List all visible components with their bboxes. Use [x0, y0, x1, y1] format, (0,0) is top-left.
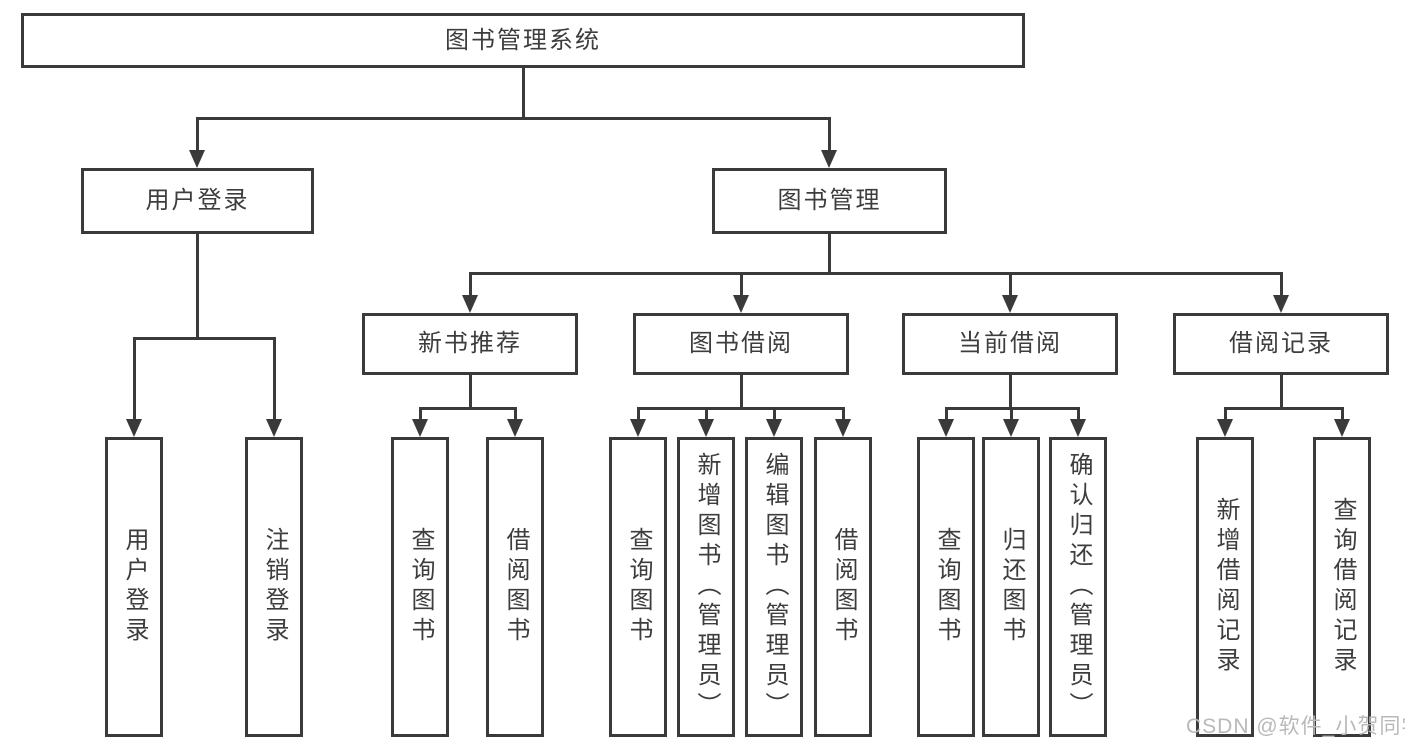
- connector-root-stem: [522, 68, 525, 117]
- arrow-down-to-bb-query: [630, 407, 646, 437]
- connector-book-management-stem: [828, 232, 831, 272]
- node-borrow-records: 借阅记录: [1173, 313, 1389, 375]
- arrow-down-to-user-login: [189, 117, 205, 168]
- node-current-borrow-label: 当前借阅: [958, 330, 1062, 357]
- leaf-nb-borrow-books-label: 借阅图书: [502, 527, 529, 647]
- leaf-bb-query-books-label: 查询图书: [625, 527, 652, 647]
- leaf-br-query-record: 查询借阅记录: [1313, 437, 1371, 737]
- leaf-logout-label: 注销登录: [261, 527, 288, 647]
- connector-borrow-records-stem: [1280, 375, 1283, 407]
- node-new-book-recommend-label: 新书推荐: [418, 330, 522, 357]
- leaf-logout: 注销登录: [245, 437, 303, 737]
- connector-book-borrow-rail: [637, 407, 844, 410]
- arrow-down-to-nb-query: [412, 407, 428, 437]
- node-root-system: 图书管理系统: [21, 13, 1025, 68]
- arrow-down-to-cb-query: [938, 407, 954, 437]
- node-user-login-label: 用户登录: [145, 187, 250, 214]
- node-book-management-label: 图书管理: [777, 187, 882, 214]
- node-borrow-records-label: 借阅记录: [1229, 330, 1333, 357]
- arrow-down-to-bb-borrow: [835, 407, 851, 437]
- connector-book-borrow-stem: [740, 375, 743, 407]
- leaf-bb-borrow-books-label: 借阅图书: [830, 527, 857, 647]
- node-root-label: 图书管理系统: [445, 26, 601, 54]
- node-book-borrow-label: 图书借阅: [689, 330, 793, 357]
- leaf-login: 用户登录: [105, 437, 163, 737]
- leaf-login-label: 用户登录: [121, 527, 148, 647]
- node-book-borrow: 图书借阅: [633, 313, 849, 375]
- leaf-cb-query-books: 查询图书: [917, 437, 975, 737]
- node-current-borrow: 当前借阅: [902, 313, 1118, 375]
- arrow-down-to-bb-edit: [766, 407, 782, 437]
- connector-user-login-stem: [196, 234, 199, 337]
- leaf-bb-edit-books-admin: 编辑图书（管理员）: [745, 437, 803, 737]
- arrow-down-to-nb-borrow: [507, 407, 523, 437]
- leaf-bb-borrow-books: 借阅图书: [814, 437, 872, 737]
- arrow-down-to-br-add: [1217, 407, 1233, 437]
- leaf-br-add-record-label: 新增借阅记录: [1212, 497, 1239, 677]
- connector-root-rail: [196, 117, 830, 120]
- arrow-down-to-current-borrow: [1002, 272, 1018, 313]
- leaf-nb-query-books-label: 查询图书: [407, 527, 434, 647]
- arrow-down-to-login: [126, 337, 142, 437]
- leaf-cb-confirm-return-admin-label: 确认归还（管理员）: [1065, 452, 1092, 722]
- leaf-nb-borrow-books: 借阅图书: [486, 437, 544, 737]
- arrow-down-to-br-query: [1334, 407, 1350, 437]
- arrow-down-to-logout: [266, 337, 282, 437]
- connector-user-login-rail: [133, 337, 275, 340]
- arrow-down-to-bb-add: [698, 407, 714, 437]
- node-user-login: 用户登录: [81, 168, 314, 234]
- leaf-br-query-record-label: 查询借阅记录: [1329, 497, 1356, 677]
- arrow-down-to-book-management: [821, 117, 837, 168]
- arrow-down-to-book-borrow: [733, 272, 749, 313]
- connector-new-book-rail: [419, 407, 516, 410]
- leaf-bb-edit-books-admin-label: 编辑图书（管理员）: [761, 452, 788, 722]
- connector-current-borrow-stem: [1009, 375, 1012, 407]
- node-new-book-recommend: 新书推荐: [362, 313, 578, 375]
- leaf-cb-query-books-label: 查询图书: [933, 527, 960, 647]
- connector-new-book-stem: [469, 375, 472, 407]
- connector-borrow-records-rail: [1224, 407, 1342, 410]
- leaf-cb-confirm-return-admin: 确认归还（管理员）: [1049, 437, 1107, 737]
- leaf-cb-return-books: 归还图书: [982, 437, 1040, 737]
- arrow-down-to-borrow-records: [1273, 272, 1289, 313]
- connector-book-management-rail: [469, 272, 1281, 275]
- leaf-nb-query-books: 查询图书: [391, 437, 449, 737]
- arrow-down-to-cb-confirm: [1070, 407, 1086, 437]
- csdn-watermark: CSDN @软件_小贺同学: [1186, 715, 1405, 738]
- leaf-cb-return-books-label: 归还图书: [998, 527, 1025, 647]
- leaf-bb-add-books-admin-label: 新增图书（管理员）: [693, 452, 720, 722]
- leaf-br-add-record: 新增借阅记录: [1196, 437, 1254, 737]
- arrow-down-to-new-book-recommend: [462, 272, 478, 313]
- arrow-down-to-cb-return: [1003, 407, 1019, 437]
- leaf-bb-query-books: 查询图书: [609, 437, 667, 737]
- leaf-bb-add-books-admin: 新增图书（管理员）: [677, 437, 735, 737]
- node-book-management: 图书管理: [712, 168, 947, 234]
